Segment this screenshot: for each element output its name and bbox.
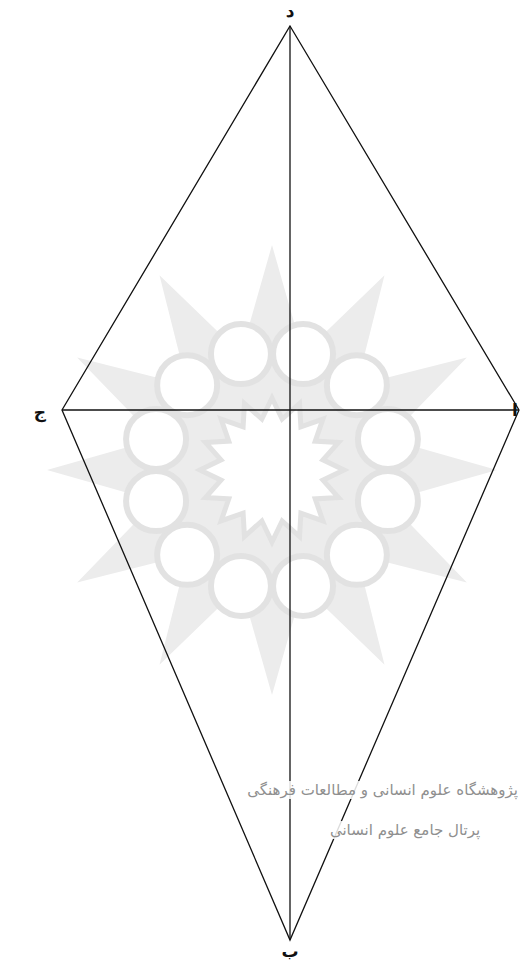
kite-outline [62, 26, 519, 940]
emblem-ring [273, 556, 333, 616]
watermark-text: پرتال جامع علوم انسانی [327, 821, 483, 839]
emblem-star [47, 245, 497, 695]
watermark-text: پژوهشگاه علوم انسانی و مطالعات فرهنگی [244, 781, 521, 799]
emblem-ring [358, 471, 418, 531]
emblem-ring [273, 324, 333, 384]
vertex-letter: ا [512, 402, 518, 419]
emblem-ring [211, 324, 271, 384]
emblem-center [200, 398, 344, 542]
emblem-ring [126, 409, 186, 469]
vertical-diagonal [289, 26, 290, 940]
emblem-ring [211, 556, 271, 616]
horizontal-diagonal [62, 409, 519, 410]
emblem-ring [157, 525, 217, 585]
emblem-ring [327, 355, 387, 415]
emblem-ring [157, 355, 217, 415]
emblem-ring [327, 525, 387, 585]
emblem-ring [126, 471, 186, 531]
emblem-ring [358, 409, 418, 469]
vertex-letter: د [286, 3, 295, 20]
vertex-letter: ج [34, 404, 46, 421]
vertex-letter: ب [281, 942, 298, 959]
